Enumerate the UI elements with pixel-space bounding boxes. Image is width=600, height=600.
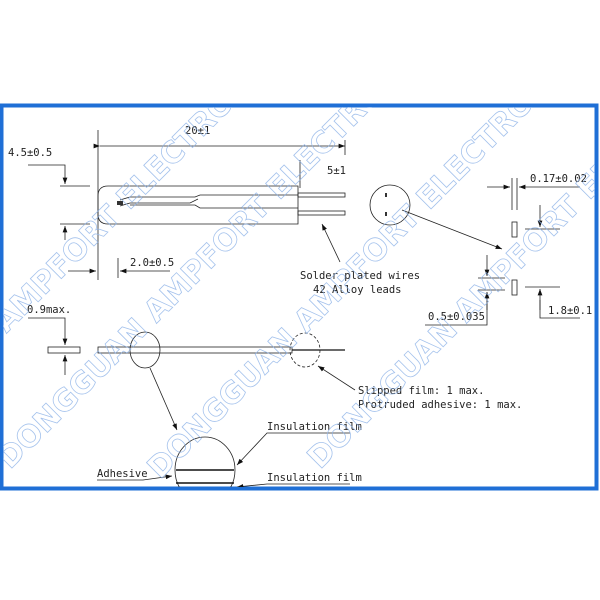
protruded-adhesive-note: Protruded adhesive: 1 max.: [358, 399, 522, 411]
side-view: [28, 317, 356, 487]
insulation-film-bottom-label: Insulation film: [267, 472, 362, 484]
wires-label-1: Solder plated wires: [300, 270, 420, 282]
width-dimension: 4.5±0.5: [8, 147, 52, 159]
length-dimension: 20±1: [185, 125, 210, 137]
tip-dimension: 2.0±0.5: [130, 257, 174, 269]
lead-pitch-dimension: 1.8±0.1: [548, 305, 592, 317]
wires-label-2: 42 Alloy leads: [313, 284, 402, 296]
lead-width-dimension: 0.5±0.035: [428, 311, 485, 323]
slipped-film-note: Slipped film: 1 max.: [358, 385, 484, 397]
cross-section-view: [369, 178, 580, 326]
lead-length-dimension: 5±1: [327, 165, 346, 177]
adhesive-label: Adhesive: [97, 468, 148, 480]
frame-border: [0, 103, 599, 491]
lead-thickness-dimension: 0.17±0.02: [530, 173, 587, 185]
top-view: [28, 130, 346, 280]
insulation-film-top-label: Insulation film: [267, 421, 362, 433]
thickness-dimension: 0.9max.: [27, 304, 71, 316]
